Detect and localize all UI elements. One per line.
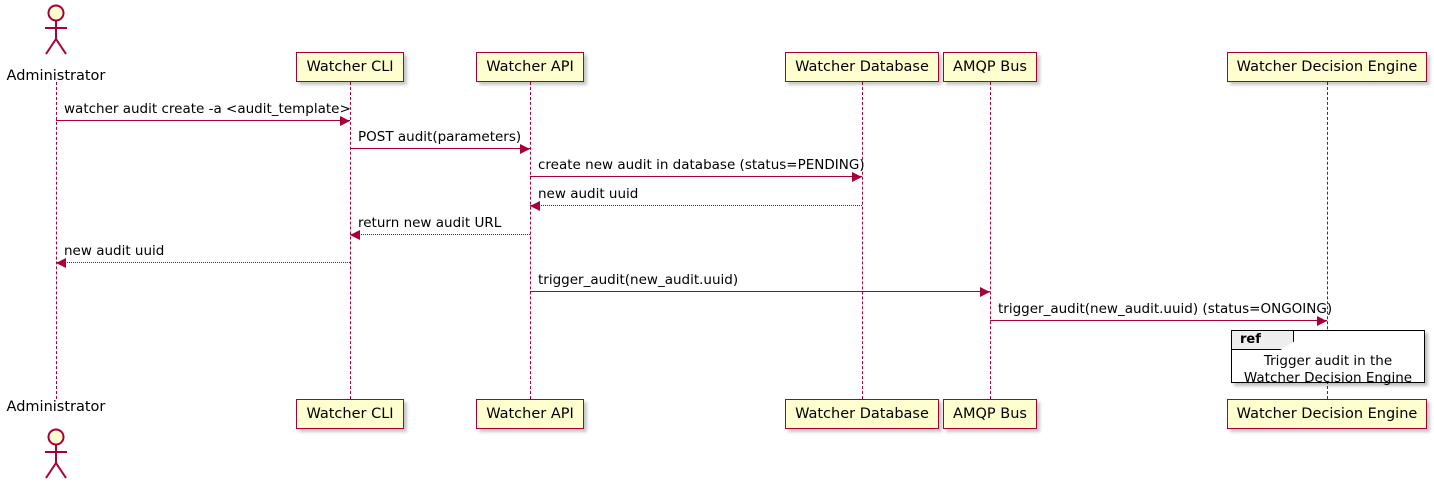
participant-watcher-decision-engine[interactable]: Watcher Decision Engine: [1226, 52, 1428, 82]
lifeline-amqp-bus: [990, 82, 991, 399]
message-line-2: [350, 148, 530, 149]
participant-label-administrator-bottom: Administrator: [6, 399, 106, 415]
participant-watcher-api-bottom[interactable]: Watcher API: [476, 399, 584, 429]
lifeline-watcher-database: [862, 82, 863, 399]
actor-figure-administrator-bottom: [40, 428, 72, 480]
participant-watcher-cli[interactable]: Watcher CLI: [296, 52, 404, 82]
lifeline-watcher-cli: [350, 82, 351, 399]
message-label-5: return new audit URL: [358, 215, 502, 231]
participant-label-administrator: Administrator: [6, 68, 106, 84]
message-line-4: [530, 205, 862, 206]
arrow-head-4: [530, 201, 540, 211]
participant-amqp-bus-bottom[interactable]: AMQP Bus: [943, 399, 1037, 429]
lifeline-watcher-api: [530, 82, 531, 399]
message-label-2: POST audit(parameters): [358, 129, 522, 145]
message-line-1: [56, 120, 350, 121]
arrow-head-5: [350, 230, 360, 240]
participant-watcher-database[interactable]: Watcher Database: [785, 52, 939, 82]
lifeline-watcher-decision-engine: [1327, 82, 1328, 399]
message-line-5: [350, 234, 530, 235]
message-label-3: create new audit in database (status=PEN…: [538, 157, 865, 173]
participant-watcher-database-bottom[interactable]: Watcher Database: [785, 399, 939, 429]
participant-watcher-api[interactable]: Watcher API: [476, 52, 584, 82]
ref-fragment-line-2: Watcher Decision Engine: [1243, 370, 1413, 386]
message-label-1: watcher audit create -a <audit_template>: [64, 101, 351, 117]
arrow-head-6: [56, 258, 66, 268]
message-label-6: new audit uuid: [64, 243, 165, 259]
participant-amqp-bus[interactable]: AMQP Bus: [943, 52, 1037, 82]
message-line-6: [56, 262, 350, 263]
arrow-head-8: [1317, 316, 1327, 326]
message-label-7: trigger_audit(new_audit.uuid): [538, 272, 739, 288]
arrow-head-7: [980, 287, 990, 297]
ref-fragment-line-1: Trigger audit in the: [1263, 353, 1393, 369]
lifeline-administrator: [56, 82, 57, 399]
arrow-head-3: [852, 172, 862, 182]
ref-fragment-tab: ref: [1232, 331, 1294, 350]
actor-figure-administrator-top: [40, 4, 72, 56]
message-label-8: trigger_audit(new_audit.uuid) (status=ON…: [998, 301, 1333, 317]
message-line-7: [530, 291, 990, 292]
message-line-3: [530, 176, 862, 177]
participant-watcher-cli-bottom[interactable]: Watcher CLI: [296, 399, 404, 429]
arrow-head-2: [520, 144, 530, 154]
arrow-head-1: [340, 116, 350, 126]
message-line-8: [990, 320, 1327, 321]
participant-watcher-decision-engine-bottom[interactable]: Watcher Decision Engine: [1226, 399, 1428, 429]
message-label-4: new audit uuid: [538, 186, 639, 202]
